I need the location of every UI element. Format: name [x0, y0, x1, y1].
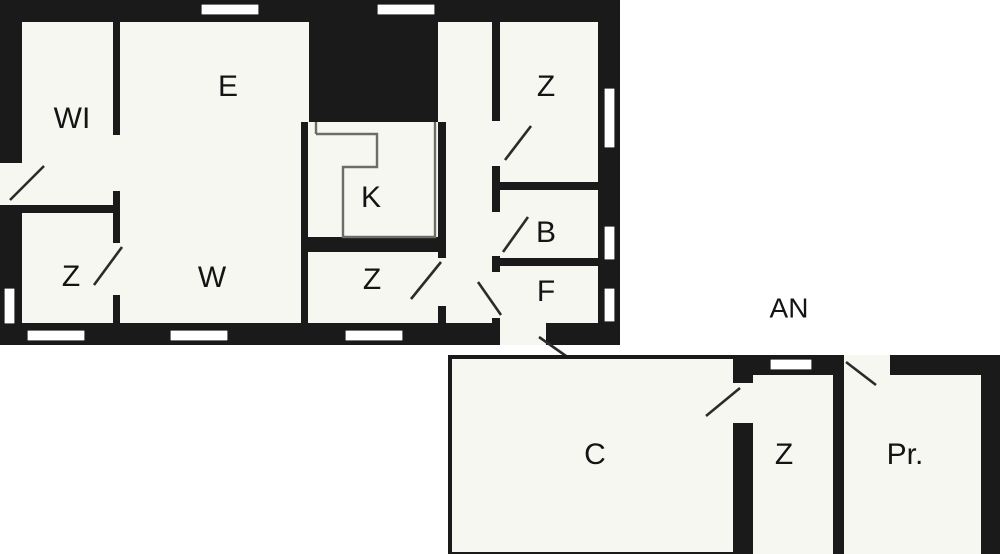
room-floor-corridor	[446, 22, 492, 323]
room-label-k: K	[361, 181, 381, 214]
room-label-z-left: Z	[62, 260, 80, 293]
window-right-1	[603, 87, 616, 149]
door-swing-annex-pr	[845, 360, 877, 387]
room-outline-c	[448, 355, 737, 554]
doorway-zmid-to-corridor	[438, 258, 446, 306]
opening-e-to-k-top	[301, 22, 309, 122]
room-floor-e-w	[120, 22, 301, 323]
door-swing-b	[501, 216, 530, 253]
window-annex-top-1	[769, 358, 813, 371]
doorway-corridor-to-z-top-right	[492, 121, 500, 166]
window-bottom-1	[26, 329, 86, 342]
doorway-corridor-to-f	[492, 272, 500, 318]
doorway-main-to-annex	[500, 323, 546, 345]
room-floor-pr	[844, 375, 981, 554]
door-swing-main-entry	[9, 165, 45, 201]
window-top-2	[376, 3, 436, 16]
room-label-group: WI E Z K B Z W Z F C Z Pr. AN	[54, 70, 924, 471]
kitchen-counter-fixture	[316, 122, 437, 239]
room-label-z-annex: Z	[775, 438, 793, 471]
room-floor-z-annex	[753, 375, 833, 554]
doorway-zleft-to-w	[113, 243, 120, 295]
window-right-2	[603, 225, 616, 261]
room-floor-z-top-right	[500, 22, 598, 182]
room-label-z-mid: Z	[363, 263, 381, 296]
room-floor-z-left	[22, 213, 113, 323]
room-label-c: C	[584, 438, 606, 471]
door-swing-c-to-z-annex	[705, 386, 741, 418]
doorway-wi-to-e	[113, 135, 120, 191]
annex-building-label: AN	[770, 292, 809, 323]
window-bottom-2	[169, 329, 229, 342]
doorway-c-to-z-annex	[733, 383, 753, 423]
window-left-1	[3, 287, 16, 325]
room-label-e: E	[218, 70, 238, 103]
window-bottom-3	[344, 329, 404, 342]
room-label-wi: WI	[54, 102, 91, 135]
door-swing-zleft-to-w	[92, 246, 124, 286]
doorway-corridor-to-b	[492, 212, 500, 256]
room-floor-k	[308, 122, 438, 237]
window-top-1	[200, 3, 260, 16]
door-swing-z-top-right	[503, 125, 533, 161]
room-label-f: F	[537, 275, 555, 308]
room-label-pr: Pr.	[887, 438, 924, 471]
room-label-z-top-right: Z	[537, 70, 555, 103]
annex-building	[448, 355, 1000, 554]
window-right-3	[603, 287, 616, 323]
opening-k-to-corridor-top	[438, 22, 446, 122]
room-label-b: B	[536, 216, 556, 249]
room-floor-z-mid	[308, 252, 438, 323]
door-swing-zmid	[409, 261, 443, 300]
room-floor-f	[500, 266, 598, 323]
main-building	[0, 0, 620, 365]
room-label-w: W	[198, 261, 227, 294]
door-swing-f	[476, 281, 503, 316]
room-floor-b	[500, 190, 598, 258]
